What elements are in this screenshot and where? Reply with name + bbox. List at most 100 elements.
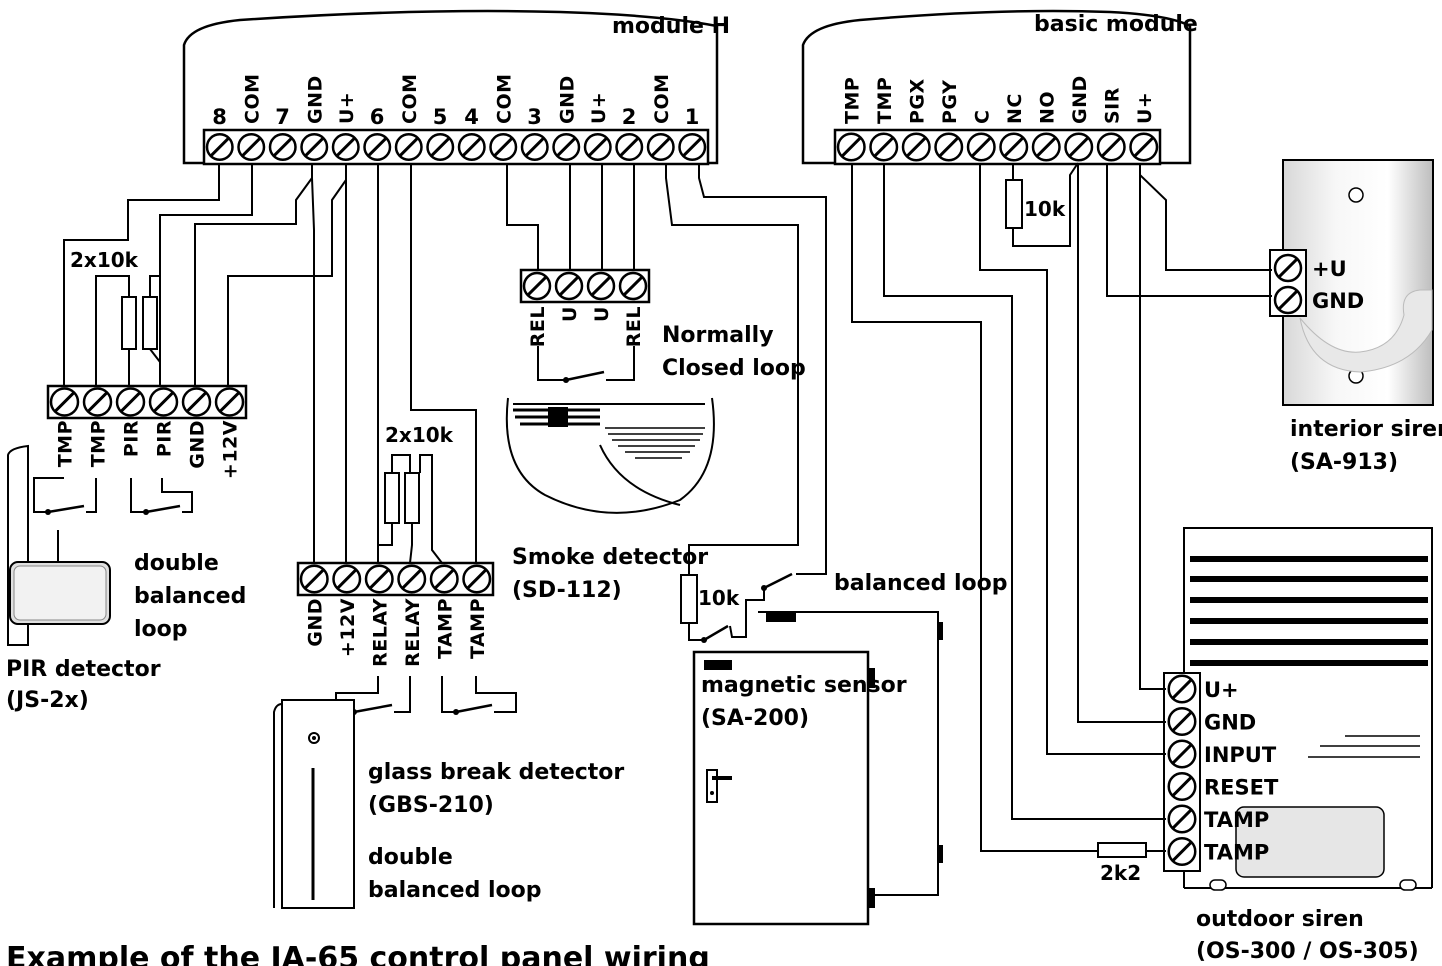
- pir-model: (JS-2x): [6, 688, 89, 713]
- pir-label-0: TMP: [55, 420, 77, 467]
- pir-name: PIR detector: [6, 657, 161, 682]
- smoke-label-2: U: [591, 306, 613, 322]
- interior-siren-name: interior siren: [1290, 417, 1442, 442]
- glass-terminal-block: GND +12V RELAY RELAY TAMP TAMP: [296, 561, 495, 667]
- pir-loop-label-2: balanced: [134, 584, 246, 609]
- pir-label-4: GND: [187, 420, 209, 469]
- pir-loop-label-3: loop: [134, 617, 188, 642]
- magnetic-sensor: 10k balanced loop magnetic sensor (SA-20…: [680, 568, 1008, 926]
- glass-name: glass break detector: [368, 760, 624, 785]
- pir-loop-label-1: double: [134, 551, 219, 576]
- outdoor-resistor: [1097, 842, 1147, 858]
- pir-label-2: PIR: [121, 420, 143, 457]
- glass-loop-label-1: double: [368, 845, 453, 870]
- interior-siren-label-0: +U: [1312, 257, 1347, 281]
- smoke-name: Smoke detector: [512, 545, 708, 570]
- outdoor-siren-label-3: RESET: [1204, 776, 1279, 800]
- magnetic-name: magnetic sensor: [701, 673, 907, 698]
- module-h-label-11: GND: [556, 75, 578, 124]
- module-h-label-13: 2: [622, 105, 637, 129]
- magnetic-loop-label: balanced loop: [834, 571, 1008, 596]
- smoke-label-0: REL: [527, 306, 549, 347]
- module-h-title: module H: [612, 14, 730, 39]
- module-h-label-10: 3: [527, 105, 542, 129]
- smoke-loop-label-1: Normally: [662, 323, 774, 348]
- basic-module-label-8: SIR: [1101, 87, 1123, 124]
- basic-module-label-6: NO: [1036, 91, 1058, 124]
- basic-module-label-0: TMP: [841, 77, 863, 124]
- door-handle-icon: [706, 769, 718, 803]
- outdoor-resistor-label: 2k2: [1100, 861, 1141, 885]
- module-h-label-8: 4: [464, 105, 479, 129]
- module-h-label-3: GND: [304, 75, 326, 124]
- outdoor-siren: U+ GND INPUT RESET TAMP TAMP 2k2 outdoor sire…: [1097, 527, 1433, 964]
- outdoor-siren-label-4: TAMP: [1204, 808, 1269, 832]
- interior-siren-model: (SA-913): [1290, 450, 1398, 475]
- basic-module-label-2: PGX: [906, 78, 928, 124]
- outdoor-siren-name: outdoor siren: [1196, 907, 1364, 932]
- outdoor-siren-label-0: U+: [1204, 678, 1239, 702]
- wires: [63, 162, 1272, 852]
- smoke-loop-label-2: Closed loop: [662, 356, 806, 381]
- glass-resistor-2: [404, 472, 420, 524]
- magnetic-door: [692, 650, 870, 926]
- glass-label-0: GND: [304, 598, 326, 647]
- pir-detector: TMP TMP PIR PIR GND +12V 2x10k double balance…: [6, 248, 248, 713]
- glass-loop-label-2: balanced loop: [368, 878, 542, 903]
- pir-label-3: PIR: [154, 420, 176, 457]
- pir-resistor-2: [142, 296, 158, 350]
- basic-module-label-3: PGY: [939, 80, 961, 124]
- interior-siren-terminals: +U GND: [1273, 253, 1364, 315]
- diagram-caption: Example of the JA-65 control panel wirin…: [6, 941, 710, 966]
- magnetic-resistor-label: 10k: [698, 586, 740, 610]
- glass-label-4: TAMP: [434, 598, 456, 659]
- glass-resistor-label: 2x10k: [385, 423, 454, 447]
- module-h-label-15: 1: [685, 105, 700, 129]
- basic-resistor: [1005, 179, 1023, 229]
- glass-model: (GBS-210): [368, 793, 494, 818]
- magnetic-resistor: [680, 574, 698, 624]
- module-h-label-7: 5: [433, 105, 448, 129]
- glass-label-3: RELAY: [402, 598, 424, 667]
- outdoor-siren-label-2: INPUT: [1204, 743, 1277, 767]
- glass-break-detector: GND +12V RELAY RELAY TAMP TAMP 2x10k glass br…: [273, 423, 624, 909]
- module-h-label-1: COM: [241, 73, 263, 124]
- module-h-label-0: 8: [212, 105, 227, 129]
- basic-module-label-7: GND: [1069, 75, 1091, 124]
- module-h-label-4: U+: [336, 92, 358, 124]
- smoke-vent-lines: [513, 403, 705, 459]
- outdoor-siren-model: (OS-300 / OS-305): [1196, 939, 1419, 964]
- glass-label-1: +12V: [337, 598, 359, 657]
- pir-terminal-block: TMP TMP PIR PIR GND +12V: [46, 384, 248, 479]
- magnetic-model: (SA-200): [701, 706, 809, 731]
- module-h-label-14: COM: [651, 73, 673, 124]
- smoke-label-3: REL: [623, 306, 645, 347]
- basic-module-label-1: TMP: [874, 77, 896, 124]
- smoke-label-1: U: [559, 306, 581, 322]
- glass-resistor-1: [384, 472, 400, 524]
- basic-resistor-label: 10k: [1024, 197, 1066, 221]
- outdoor-siren-grille: [1190, 556, 1428, 666]
- outdoor-siren-label-1: GND: [1204, 711, 1256, 735]
- glass-label-5: TAMP: [467, 598, 489, 659]
- pir-label-5: +12V: [220, 420, 242, 479]
- outdoor-siren-terminals: U+ GND INPUT RESET TAMP TAMP: [1167, 674, 1279, 866]
- basic-module-label-9: U+: [1134, 92, 1156, 124]
- interior-siren-label-1: GND: [1312, 289, 1364, 313]
- interior-siren: +U GND interior siren (SA-913): [1269, 159, 1442, 475]
- outdoor-siren-label-5: TAMP: [1204, 841, 1269, 865]
- glass-body: [281, 699, 355, 909]
- module-h-label-9: COM: [493, 73, 515, 124]
- pir-resistor-1: [121, 296, 137, 350]
- pir-label-1: TMP: [88, 420, 110, 467]
- glass-label-2: RELAY: [369, 598, 391, 667]
- module-h-label-12: U+: [588, 92, 610, 124]
- pir-resistor-label: 2x10k: [70, 248, 139, 272]
